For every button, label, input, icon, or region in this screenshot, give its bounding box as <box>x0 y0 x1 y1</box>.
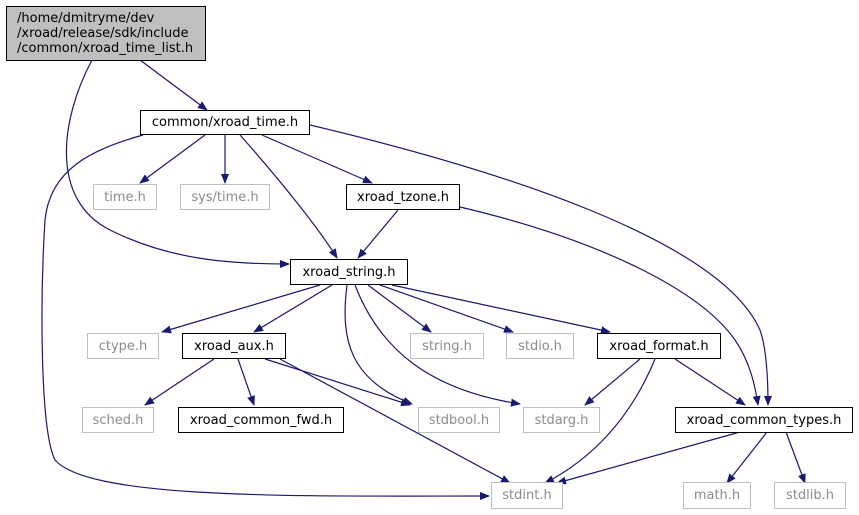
node-root-file[interactable]: /home/dmitryme/dev /xroad/release/sdk/in… <box>6 6 206 61</box>
edge-xroad-time-to-common-types <box>309 124 772 406</box>
edge-common-types-to-math-h <box>726 431 768 484</box>
node-string-h: string.h <box>410 333 484 359</box>
node-stdint-h: stdint.h <box>491 482 563 509</box>
node-stdio-h: stdio.h <box>506 333 574 359</box>
edge-xroad-string-to-stdio-h <box>379 284 514 333</box>
edge-xroad-format-to-stdarg-h <box>584 358 641 406</box>
edge-xroad-aux-to-common-fwd <box>237 358 255 406</box>
edge-xroad-string-to-string-h <box>367 284 432 333</box>
node-sched-h: sched.h <box>82 407 154 433</box>
root-path-line-3: /common/xroad_time_list.h <box>17 41 194 56</box>
edge-root-to-xroad-time <box>139 59 208 111</box>
node-stdlib-h: stdlib.h <box>774 482 846 509</box>
node-xroad-format[interactable]: xroad_format.h <box>597 333 721 359</box>
node-time-h: time.h <box>93 184 157 210</box>
edge-xroad-format-to-common-types <box>674 358 746 406</box>
edge-xroad-string-to-stdbool-h <box>344 284 413 405</box>
node-xroad-tzone[interactable]: xroad_tzone.h <box>346 184 460 210</box>
node-sys-time-h: sys/time.h <box>180 184 270 210</box>
edge-xroad-format-to-stdint-h <box>544 358 656 484</box>
edge-common-types-to-stdlib-h <box>785 431 806 484</box>
edge-xroad-time-to-time-h <box>139 134 206 184</box>
edge-xroad-string-to-xroad-aux <box>253 284 333 333</box>
edge-common-types-to-stdint-h <box>556 431 741 485</box>
node-xroad-common-types[interactable]: xroad_common_types.h <box>675 407 853 433</box>
root-path-line-1: /home/dmitryme/dev <box>17 11 155 26</box>
edge-xroad-time-to-xroad-string <box>239 134 338 259</box>
edge-xroad-tzone-to-common-types <box>459 206 761 406</box>
node-xroad-common-fwd[interactable]: xroad_common_fwd.h <box>178 407 344 433</box>
node-math-h: math.h <box>683 482 751 509</box>
node-ctype-h: ctype.h <box>87 333 159 359</box>
edge-root-to-xroad-string <box>65 59 290 268</box>
edge-xroad-string-to-ctype-h <box>161 284 321 334</box>
edge-xroad-time-to-xroad-tzone <box>261 134 373 184</box>
root-file-path: /home/dmitryme/dev /xroad/release/sdk/in… <box>17 11 193 56</box>
node-xroad-string[interactable]: xroad_string.h <box>290 259 408 285</box>
edge-xroad-time-to-stdint <box>41 134 490 501</box>
edge-xroad-string-to-xroad-format <box>391 284 611 335</box>
node-xroad-aux[interactable]: xroad_aux.h <box>182 333 286 359</box>
node-stdbool-h: stdbool.h <box>418 407 500 433</box>
root-path-line-2: /xroad/release/sdk/include <box>17 26 189 41</box>
edge-xroad-aux-to-stdbool-h <box>264 358 411 407</box>
edge-xroad-tzone-to-xroad-string <box>357 209 399 259</box>
edge-xroad-aux-to-sched-h <box>144 358 215 406</box>
edge-xroad-aux-to-stdint-h <box>279 358 511 484</box>
edge-xroad-string-to-stdarg-h <box>354 284 521 407</box>
node-stdarg-h: stdarg.h <box>523 407 600 433</box>
node-xroad-time[interactable]: common/xroad_time.h <box>140 110 310 135</box>
